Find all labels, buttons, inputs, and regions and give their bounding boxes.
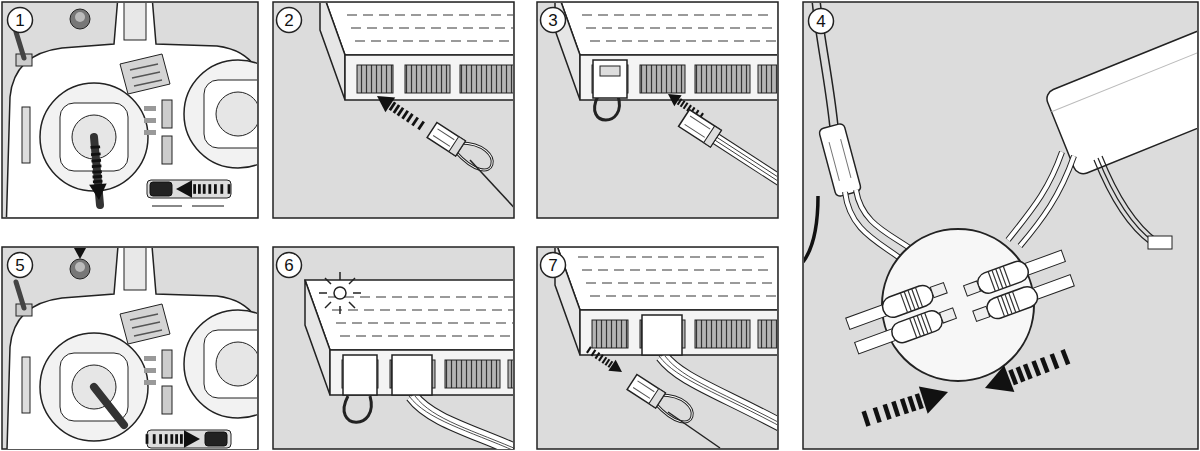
lead-plug: [642, 315, 682, 355]
balance-plug: [1148, 236, 1172, 249]
led-flash: [325, 278, 331, 284]
transmitter-step: [6, 248, 257, 449]
circle-outline: [277, 253, 302, 278]
receiver-step: [372, 89, 427, 134]
battery-step: [856, 190, 918, 254]
led-flash: [349, 278, 355, 284]
callout-circle: 2: [275, 6, 303, 34]
receiver-step: [427, 120, 497, 176]
circle-outline: [277, 8, 302, 33]
circle-outline: [8, 8, 33, 33]
receiver-step: [305, 280, 513, 395]
bind-loop: [595, 96, 620, 120]
callout-number: 7: [548, 257, 557, 274]
led-flash: [319, 272, 361, 314]
led-flash: [349, 302, 355, 308]
power-switch: [150, 182, 172, 196]
battery-step: [1020, 156, 1074, 246]
bind-plug: [343, 355, 377, 395]
control-stick: [94, 387, 124, 425]
receiver-step: [555, 248, 777, 355]
bind-plug: [593, 60, 627, 98]
callout-number: 4: [816, 13, 825, 30]
battery-step: [844, 278, 958, 359]
callout-number: 2: [284, 12, 293, 29]
receiver-step: [627, 372, 697, 428]
speed-controller: [829, 139, 851, 181]
speed-controller: [818, 123, 861, 197]
callout-circle: 1: [6, 6, 34, 34]
receiver-step: [320, 3, 513, 100]
receiver-step: [409, 396, 513, 449]
circle-outline: [8, 253, 33, 278]
circle-outline: [809, 9, 834, 34]
transmitter-step: [6, 248, 257, 449]
bind-plug: [600, 66, 620, 76]
battery-step: [860, 378, 953, 433]
transmitter-step: [176, 180, 230, 198]
battery-step: [980, 343, 1073, 401]
receiver-step: [305, 272, 513, 449]
plug-edge: [668, 412, 720, 448]
motor-wire: [804, 196, 818, 262]
led-flash: [339, 306, 341, 314]
bind-loop: [344, 396, 371, 422]
plug-edge: [470, 160, 513, 214]
battery-pack: [1044, 18, 1197, 176]
led-flash: [319, 292, 327, 294]
led-flash: [334, 287, 346, 299]
transmitter-step: [86, 145, 107, 200]
callout-number: 6: [284, 257, 293, 274]
receiver-step: [555, 3, 777, 217]
battery-pack: [1044, 18, 1197, 176]
led-flash: [325, 302, 331, 308]
callout-circle: 7: [539, 251, 567, 279]
led-flash: [339, 272, 341, 280]
circle-outline: [541, 8, 566, 33]
battery-step: [804, 3, 1197, 433]
battery-step: [856, 190, 918, 254]
receiver-step: [584, 344, 625, 378]
battery-pack: [1051, 37, 1197, 112]
callout-circle: 3: [539, 6, 567, 34]
transmitter-step: [6, 3, 257, 217]
callout-circle: 6: [275, 251, 303, 279]
callout-number: 1: [15, 12, 24, 29]
callout-number: 3: [548, 12, 557, 29]
circle-outline: [541, 253, 566, 278]
speed-controller: [818, 123, 861, 197]
receiver-step: [555, 3, 777, 100]
battery-step: [1020, 156, 1074, 246]
callout-circle: 4: [807, 7, 835, 35]
battery-step: [844, 246, 1076, 359]
lead-plug: [392, 355, 432, 395]
transmitter-step: [146, 430, 200, 448]
callout-circle: 5: [6, 251, 34, 279]
led-flash: [353, 292, 361, 294]
callout-number: 5: [15, 257, 24, 274]
receiver-step: [320, 3, 513, 214]
transmitter-step: [6, 3, 257, 217]
power-switch: [205, 432, 227, 446]
transmitter-step: [73, 248, 86, 259]
receiver-step: [679, 110, 777, 217]
battery-step: [962, 246, 1076, 327]
balance-lead: [1094, 156, 1158, 244]
receiver-step: [555, 248, 777, 448]
